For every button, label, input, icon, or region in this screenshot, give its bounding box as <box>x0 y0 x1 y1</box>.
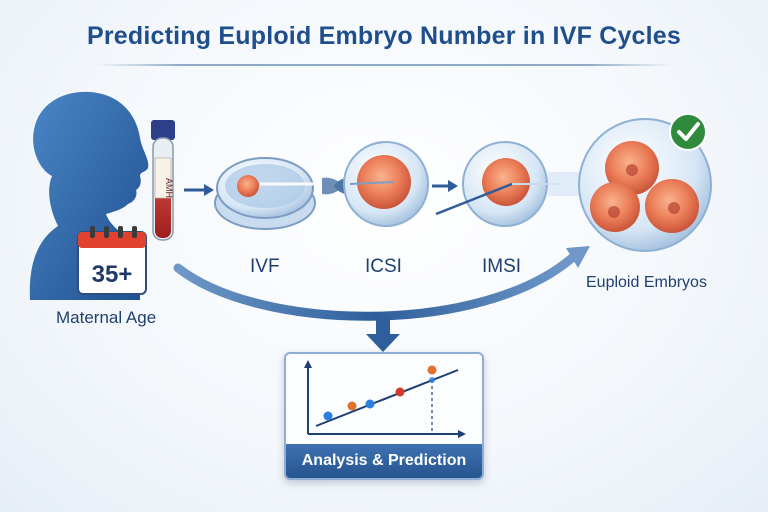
step-label-imsi: IMSI <box>482 256 522 277</box>
curved-arrow <box>173 246 590 321</box>
step-label-ivf: IVF <box>250 256 280 277</box>
imsi-oocyte-icon <box>435 141 560 227</box>
title-divider <box>96 64 672 66</box>
euploid-embryos-label: Euploid Embryos <box>586 274 707 291</box>
amh-tube-label: AMH <box>164 178 174 198</box>
age-badge: 35+ <box>92 261 133 288</box>
check-icon <box>669 113 707 151</box>
light-beam <box>548 172 584 196</box>
analysis-chart-icon <box>304 360 466 438</box>
down-arrow-icon <box>366 318 400 352</box>
analysis-caption: Analysis & Prediction <box>286 444 482 478</box>
arrow-icon <box>184 184 214 196</box>
page-title: Predicting Euploid Embryo Number in IVF … <box>86 22 682 50</box>
maternal-age-label: Maternal Age <box>56 308 157 327</box>
calendar-icon: 35+ <box>77 226 147 295</box>
analysis-chart-card: Analysis & Prediction <box>284 352 484 480</box>
arrow-icon <box>432 180 458 192</box>
step-label-icsi: ICSI <box>365 256 402 277</box>
petri-dish-icon <box>214 157 330 230</box>
icsi-oocyte-icon <box>343 141 429 227</box>
amh-blood-tube-icon: AMH <box>151 120 175 241</box>
euploid-embryos-icon <box>578 118 712 252</box>
